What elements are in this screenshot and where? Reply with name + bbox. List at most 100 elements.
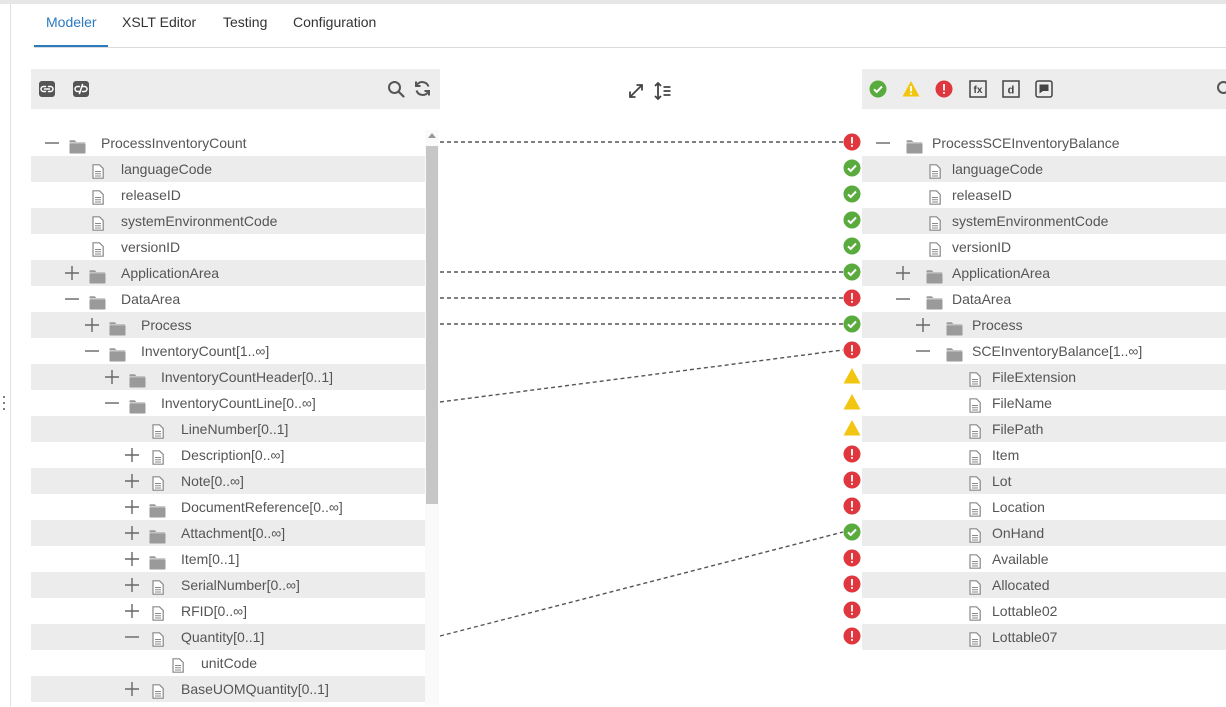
target-tree-row[interactable]: Lottable07 xyxy=(862,624,1226,650)
source-tree-row[interactable]: Attachment[0..∞] xyxy=(31,520,425,546)
source-node-label: versionID xyxy=(121,239,181,255)
status-ok-icon xyxy=(843,185,861,203)
source-tree-row[interactable]: ProcessInventoryCount xyxy=(31,130,425,156)
target-tree-row[interactable]: SCEInventoryBalance[1..∞] xyxy=(862,338,1226,364)
source-tree-row[interactable]: LineNumber[0..1] xyxy=(31,416,425,442)
source-scrollbar[interactable] xyxy=(425,130,439,706)
search-icon[interactable] xyxy=(1216,80,1226,98)
expand-plus-icon[interactable] xyxy=(104,364,120,390)
status-warning-icon xyxy=(843,419,861,437)
resize-handle[interactable] xyxy=(2,396,6,420)
source-tree-row[interactable]: ApplicationArea xyxy=(31,260,425,286)
warning-filter-icon[interactable] xyxy=(902,80,920,98)
target-tree-row[interactable]: Process xyxy=(862,312,1226,338)
target-tree-row[interactable]: Lot xyxy=(862,468,1226,494)
search-icon[interactable] xyxy=(387,80,405,98)
tab-modeler[interactable]: Modeler xyxy=(46,14,97,30)
error-filter-icon[interactable] xyxy=(935,80,953,98)
collapse-minus-icon[interactable] xyxy=(104,390,120,416)
source-tree-row[interactable]: Quantity[0..1] xyxy=(31,624,425,650)
source-tree-row[interactable]: BaseUOMQuantity[0..1] xyxy=(31,676,425,702)
tab-xslt-editor[interactable]: XSLT Editor xyxy=(122,14,197,30)
expand-plus-icon[interactable] xyxy=(124,442,140,468)
data-icon[interactable]: d xyxy=(1002,80,1020,98)
expand-plus-icon[interactable] xyxy=(124,676,140,702)
target-tree-row[interactable]: ApplicationArea xyxy=(862,260,1226,286)
tab-configuration[interactable]: Configuration xyxy=(293,14,377,30)
target-tree-row[interactable]: Item xyxy=(862,442,1226,468)
source-tree-row[interactable]: unitCode xyxy=(31,650,425,676)
target-tree-row[interactable]: versionID xyxy=(862,234,1226,260)
scroll-thumb[interactable] xyxy=(426,146,438,504)
tab-testing[interactable]: Testing xyxy=(223,14,268,30)
collapse-minus-icon[interactable] xyxy=(895,286,911,312)
expand-plus-icon[interactable] xyxy=(84,312,100,338)
file-icon xyxy=(929,213,941,239)
target-node-label: DataArea xyxy=(952,291,1012,307)
target-tree-row[interactable]: FilePath xyxy=(862,416,1226,442)
target-tree-row[interactable]: DataArea xyxy=(862,286,1226,312)
source-tree-row[interactable]: Process xyxy=(31,312,425,338)
expand-plus-icon[interactable] xyxy=(124,546,140,572)
target-node-label: FileName xyxy=(992,395,1052,411)
source-node-label: Item[0..1] xyxy=(181,551,240,567)
sort-lines-icon[interactable] xyxy=(653,81,673,101)
expand-icon[interactable] xyxy=(627,82,645,100)
source-tree-row[interactable]: InventoryCount[1..∞] xyxy=(31,338,425,364)
source-tree-row[interactable]: DocumentReference[0..∞] xyxy=(31,494,425,520)
expand-plus-icon[interactable] xyxy=(124,520,140,546)
scroll-up-arrow[interactable] xyxy=(428,133,436,138)
source-tree-row[interactable]: DataArea xyxy=(31,286,425,312)
link-icon[interactable] xyxy=(38,80,56,98)
expand-plus-icon[interactable] xyxy=(895,260,911,286)
expand-plus-icon[interactable] xyxy=(915,312,931,338)
collapse-minus-icon[interactable] xyxy=(64,286,80,312)
unlink-icon[interactable] xyxy=(72,80,90,98)
source-tree-row[interactable]: Note[0..∞] xyxy=(31,468,425,494)
collapse-minus-icon[interactable] xyxy=(875,130,891,156)
tab-divider xyxy=(34,47,1226,48)
expand-plus-icon[interactable] xyxy=(124,494,140,520)
folder-icon xyxy=(109,344,126,370)
collapse-minus-icon[interactable] xyxy=(124,624,140,650)
expand-plus-icon[interactable] xyxy=(124,468,140,494)
success-filter-icon[interactable] xyxy=(869,80,887,98)
expand-plus-icon[interactable] xyxy=(124,598,140,624)
comment-icon[interactable] xyxy=(1035,80,1053,98)
source-tree-row[interactable]: versionID xyxy=(31,234,425,260)
target-tree-row[interactable]: ProcessSCEInventoryBalance xyxy=(862,130,1226,156)
function-icon[interactable]: fx xyxy=(969,80,987,98)
source-tree-row[interactable]: releaseID xyxy=(31,182,425,208)
source-tree-row[interactable]: Description[0..∞] xyxy=(31,442,425,468)
collapse-minus-icon[interactable] xyxy=(84,338,100,364)
source-tree-row[interactable]: RFID[0..∞] xyxy=(31,598,425,624)
source-tree-row[interactable]: SerialNumber[0..∞] xyxy=(31,572,425,598)
source-node-label: InventoryCount[1..∞] xyxy=(141,343,270,359)
mapping-line[interactable] xyxy=(439,349,844,403)
file-icon xyxy=(929,187,941,213)
target-tree-row[interactable]: Location xyxy=(862,494,1226,520)
target-tree-row[interactable]: releaseID xyxy=(862,182,1226,208)
collapse-minus-icon[interactable] xyxy=(44,130,60,156)
mapping-line[interactable] xyxy=(439,531,844,637)
expand-plus-icon[interactable] xyxy=(64,260,80,286)
source-tree-row[interactable]: Item[0..1] xyxy=(31,546,425,572)
target-tree-row[interactable]: FileName xyxy=(862,390,1226,416)
source-tree-row[interactable]: InventoryCountHeader[0..1] xyxy=(31,364,425,390)
target-tree-row[interactable]: Lottable02 xyxy=(862,598,1226,624)
source-node-label: ApplicationArea xyxy=(121,265,220,281)
status-error-icon xyxy=(843,575,861,593)
target-tree-row[interactable]: Allocated xyxy=(862,572,1226,598)
target-tree-row[interactable]: OnHand xyxy=(862,520,1226,546)
source-node-label: RFID[0..∞] xyxy=(181,603,247,619)
source-tree-row[interactable]: systemEnvironmentCode xyxy=(31,208,425,234)
target-tree-row[interactable]: languageCode xyxy=(862,156,1226,182)
source-tree-row[interactable]: languageCode xyxy=(31,156,425,182)
target-tree-row[interactable]: systemEnvironmentCode xyxy=(862,208,1226,234)
target-tree-row[interactable]: Available xyxy=(862,546,1226,572)
expand-plus-icon[interactable] xyxy=(124,572,140,598)
collapse-minus-icon[interactable] xyxy=(915,338,931,364)
target-tree-row[interactable]: FileExtension xyxy=(862,364,1226,390)
refresh-icon[interactable] xyxy=(413,79,432,98)
source-tree-row[interactable]: InventoryCountLine[0..∞] xyxy=(31,390,425,416)
